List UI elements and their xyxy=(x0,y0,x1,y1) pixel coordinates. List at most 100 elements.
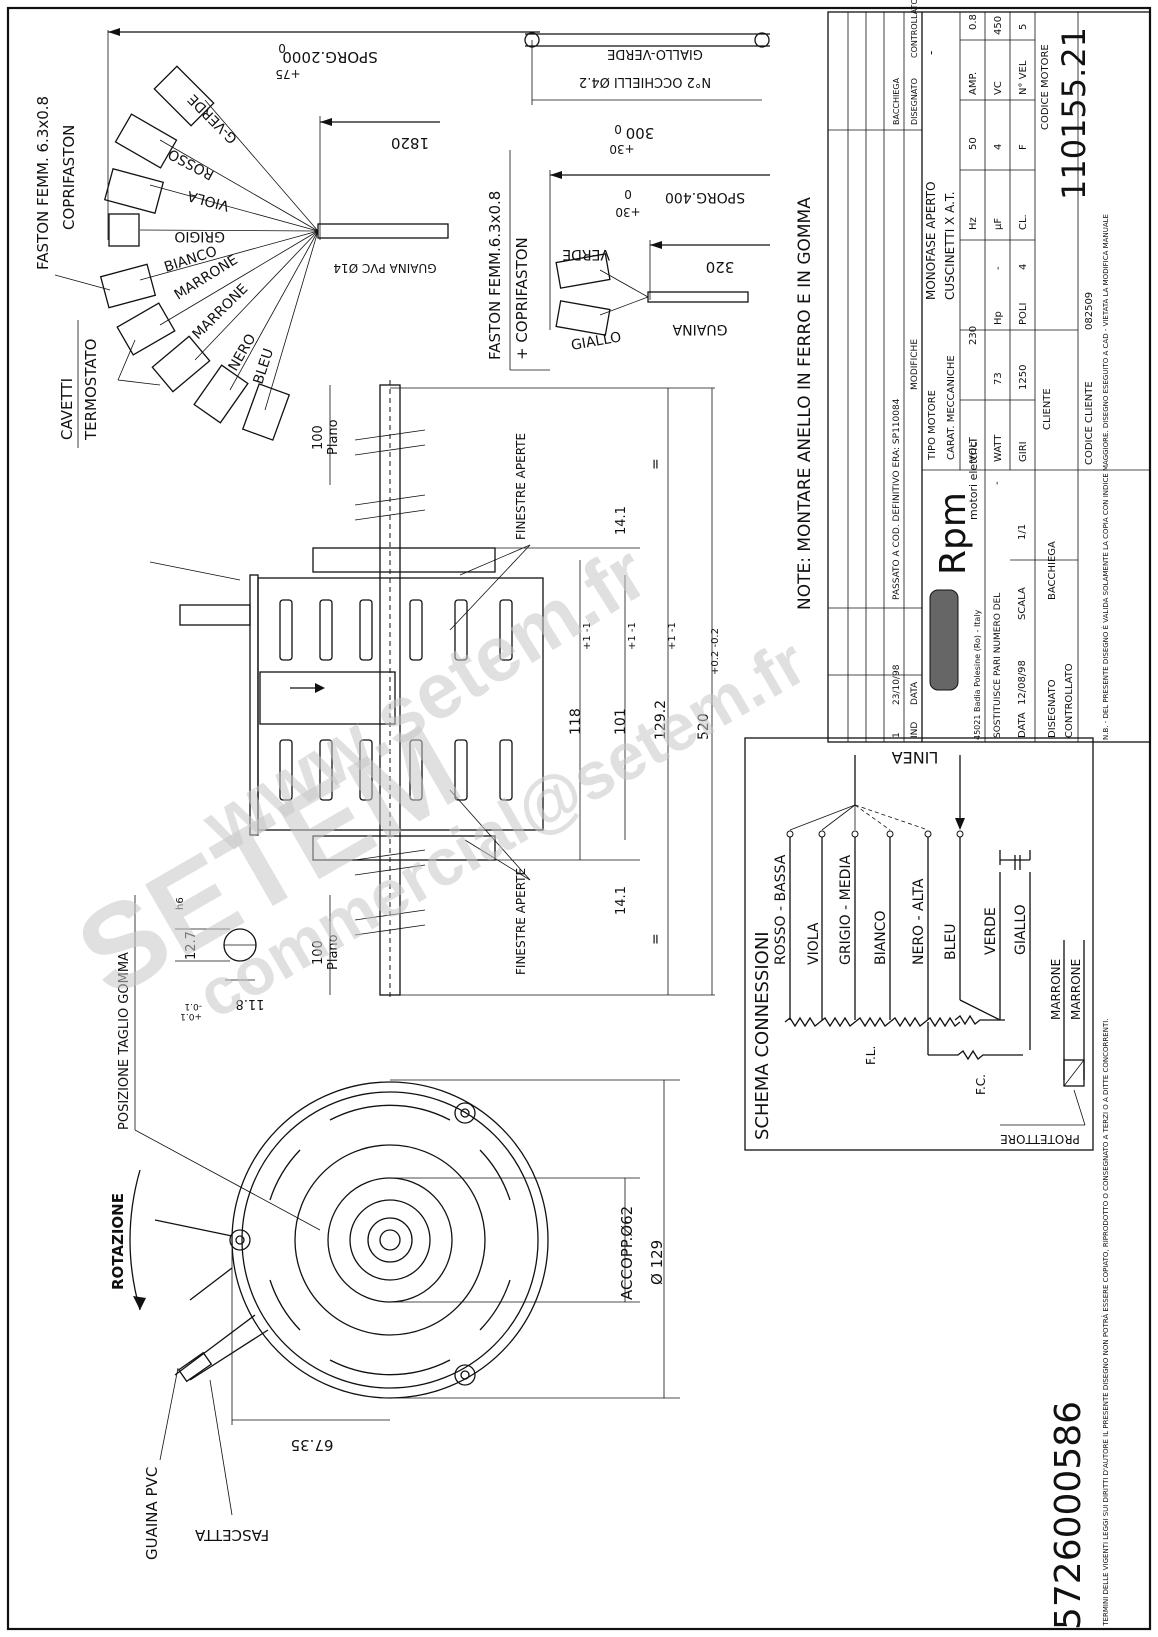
carat-val: CUSCINETTI X A.T. xyxy=(943,191,957,300)
eyelet-length: 300 xyxy=(626,124,655,142)
rev-hdr-ind: IND xyxy=(910,722,920,738)
spec-vc-label: VC xyxy=(993,81,1004,95)
sporg-400-label: SPORG.400 xyxy=(665,189,745,205)
footer-legal-left: I TERMINI DELLE VIGENTI LEGGI SUI DIRITT… xyxy=(1101,1018,1110,1630)
cliente-label: CLIENTE xyxy=(1042,388,1053,430)
watermarks: www.setem.fr SETEM commercial@setem.fr xyxy=(56,528,818,1033)
cavetti-label: CAVETTI xyxy=(58,378,76,440)
dim-14-1-top: 14.1 xyxy=(614,506,629,535)
sporg-2000-label: SPORG.2000 xyxy=(282,48,377,66)
schema-title: SCHEMA CONNESSIONI xyxy=(752,931,773,1140)
diameter-label: Ø 129 xyxy=(648,1240,666,1285)
footer-legal-right: N.B. - DEL PRESENTE DISEGNO È VALIDA SOL… xyxy=(1101,214,1110,740)
disegnato-label: DISEGNATO xyxy=(1047,679,1058,738)
title-block: IND DATA MODIFICHE DISEGNATO CONTROLLATO… xyxy=(827,0,1151,743)
assembly-note: NOTE: MONTARE ANELLO IN FERRO E IN GOMMA xyxy=(795,197,815,610)
cap-faston-label: FASTON FEMM.6.3x0.8 xyxy=(486,191,504,360)
dim-100-bottom: 100 xyxy=(311,940,326,965)
eyelet-cable: GIALLO-VERDE N°2 OCCHIELLI Ø4.2 300 +30 … xyxy=(524,32,770,156)
wire-grigio: GRIGIO xyxy=(174,228,225,244)
rev1-ind: 1 xyxy=(892,732,902,738)
codice-motore-label: CODICE MOTORE xyxy=(1040,44,1051,130)
shaft-fit: h6 xyxy=(175,897,186,910)
fascetta-label: FASCETTA xyxy=(194,1526,269,1544)
spec-watt-label: WATT xyxy=(993,434,1004,462)
brand-sub: motori elettrici xyxy=(967,439,980,520)
tol-bottom: 0 xyxy=(278,41,286,55)
spec-volt-label: VOLT xyxy=(968,436,979,462)
brand-name: Rpm xyxy=(933,492,974,575)
controllato-label: CONTROLLATO xyxy=(1064,663,1075,738)
wiring-schema: SCHEMA CONNESSIONI LINEA xyxy=(744,737,1094,1151)
cap-tol-top: +30 xyxy=(615,205,640,219)
scala-val: 1/1 xyxy=(1017,524,1028,540)
pvc-sheath xyxy=(317,223,449,239)
flat-tol-bottom: -0.1 xyxy=(184,1001,202,1011)
dim-101: 101 xyxy=(613,708,629,735)
speed-verde: VERDE xyxy=(983,907,999,955)
rev-hdr-data: DATA xyxy=(910,681,920,705)
sostituisce-val: - xyxy=(992,481,1003,485)
dash: - xyxy=(924,51,938,55)
dim-67-35: 67.35 xyxy=(291,1436,334,1454)
dim-118: 118 xyxy=(568,708,584,735)
protettore-label: PROTETTORE xyxy=(1000,1132,1080,1146)
fc-label: F.C. xyxy=(974,1074,988,1095)
rev1-disegnato: BACCHIEGA xyxy=(892,77,901,125)
rev-hdr-disegnato: DISEGNATO xyxy=(910,78,919,125)
spec-poli-label: POLI xyxy=(1018,303,1029,325)
codice-motore-val: 110155.21 xyxy=(1055,27,1093,200)
tol-129-2: +1 -1 xyxy=(667,622,678,650)
spec-amp-value: 0.8 xyxy=(968,14,979,30)
spec-giri-label: GIRI xyxy=(1018,441,1029,462)
spec-cl-label: CL. xyxy=(1018,214,1029,230)
spec-nvel-value: 5 xyxy=(1018,24,1029,30)
spec-hz-label: Hz xyxy=(968,217,979,230)
codice-cliente-label: CODICE CLIENTE xyxy=(1084,381,1095,465)
linea-label: LINEA xyxy=(892,748,939,767)
fl-label: F.L. xyxy=(864,1046,878,1065)
spec-uf-label: μF xyxy=(993,218,1004,230)
sheet-border xyxy=(6,6,1152,1631)
wire-rosso: ROSSO xyxy=(166,145,217,182)
spec-poli-value: 4 xyxy=(1018,264,1029,270)
tipo-motore-label: TIPO MOTORE xyxy=(927,390,938,461)
cap-length-320: 320 xyxy=(706,258,735,276)
spec-hp-value: - xyxy=(993,266,1004,270)
tol-101: +1 -1 xyxy=(627,622,638,650)
flat-dim: 11.8 xyxy=(236,996,265,1011)
eq-top: = xyxy=(648,458,664,470)
flat-tol-top: +0.1 xyxy=(180,1011,202,1021)
rev-hdr-controllato: CONTROLLATO xyxy=(910,0,919,58)
data-label: DATA xyxy=(1017,712,1028,738)
occhielli-label: N°2 OCCHIELLI Ø4.2 xyxy=(579,74,711,89)
brand-address: 45021 Badia Polesine (Ro) - Italy xyxy=(973,609,982,740)
posizione-taglio-label: POSIZIONE TAGLIO GOMMA xyxy=(117,952,132,1130)
tol-520: +0.2 -0.2 xyxy=(710,628,721,675)
eyelet-tol-top: +30 xyxy=(609,142,634,156)
scala-label: SCALA xyxy=(1017,587,1028,620)
rotazione-label: ROTAZIONE xyxy=(109,1193,127,1290)
dim-129-2: 129.2 xyxy=(653,700,669,740)
speed-viola: VIOLA xyxy=(806,922,822,965)
spec-watt-value: 73 xyxy=(993,372,1004,385)
carat-label: CARAT. MECCANICHE xyxy=(946,355,957,460)
shaft-dia: 12.7 xyxy=(184,931,199,960)
cap-leads: SPORG.400 +30 0 320 GUAINA VERDE GIALLO … xyxy=(486,150,770,371)
cap-verde: VERDE xyxy=(562,246,610,262)
faston-label: FASTON FEMM. 6.3x0.8 xyxy=(34,96,52,270)
cap-giallo: GIALLO xyxy=(570,329,623,354)
eq-bottom: = xyxy=(648,933,664,945)
dim-14-1-bottom: 14.1 xyxy=(614,886,629,915)
speed-rosso-bassa: ROSSO - BASSA xyxy=(773,854,789,965)
accopp-label: ACCOPP.Ø62 xyxy=(618,1206,636,1300)
rev1-data: 23/10/98 xyxy=(892,664,902,705)
finestre-aperte-bottom: FINESTRE APERTE xyxy=(514,868,528,975)
spec-vc-value: 450 xyxy=(993,16,1004,35)
spec-hp-label: Hp xyxy=(993,311,1004,325)
spec-amp-label: AMP. xyxy=(968,72,979,95)
eyelet-tol-bottom: 0 xyxy=(614,122,622,136)
termostato-label: TERMOSTATO xyxy=(82,339,100,441)
speed-grigio-media: GRIGIO - MEDIA xyxy=(838,855,854,965)
